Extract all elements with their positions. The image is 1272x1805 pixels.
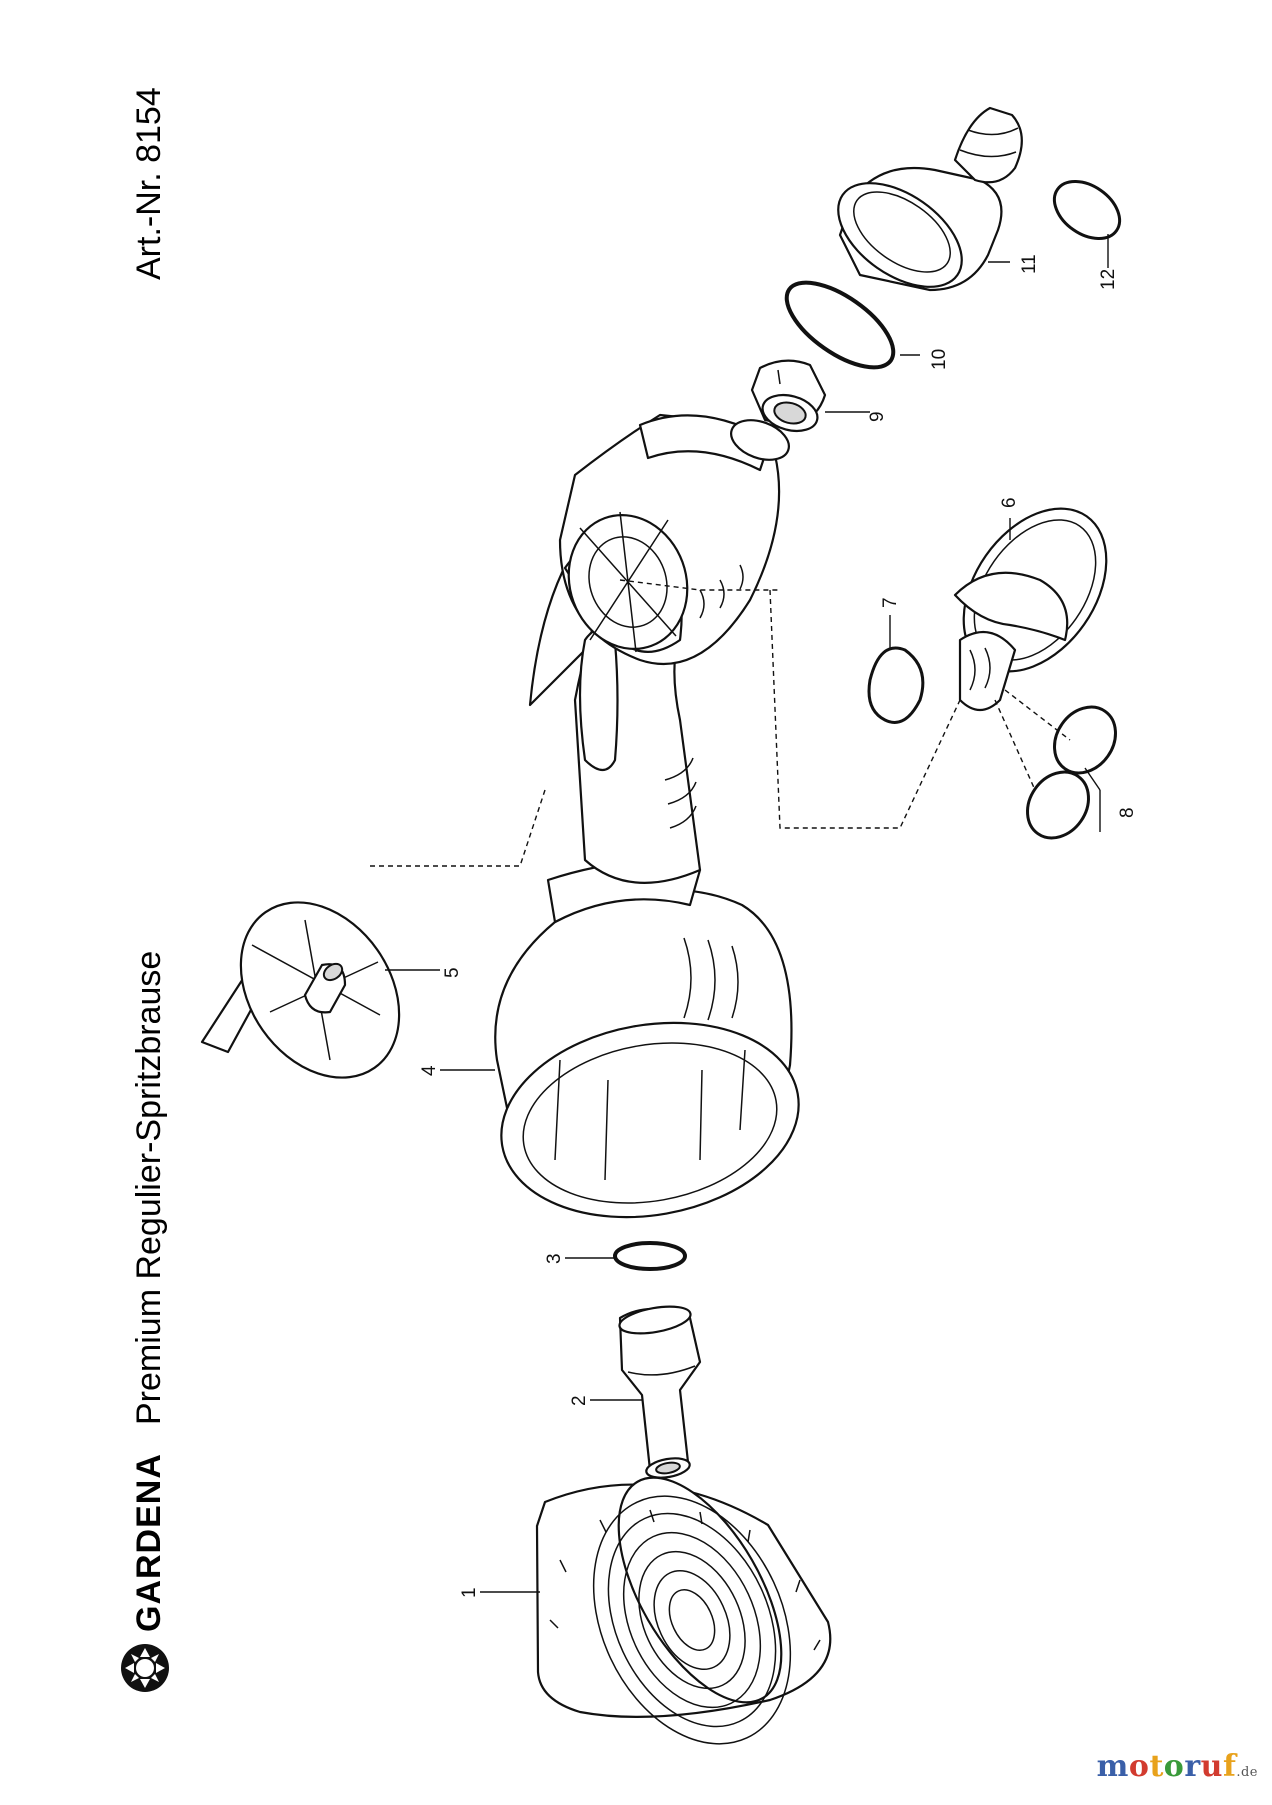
callout-1: 1: [459, 1587, 540, 1598]
article-number: Art.-Nr. 8154: [130, 87, 168, 280]
callout-10: 10: [900, 349, 950, 370]
callout-8: 8: [1084, 767, 1138, 832]
part-1-spray-head-cap: [535, 1476, 832, 1745]
callout-label-8: 8: [1117, 807, 1138, 818]
callout-7: 7: [880, 597, 901, 648]
callout-4: 4: [419, 1065, 495, 1076]
callout-label-3: 3: [544, 1253, 565, 1264]
callout-label-7: 7: [880, 597, 901, 608]
part-7-seal: [867, 646, 925, 724]
callout-label-1: 1: [459, 1587, 480, 1598]
callout-label-6: 6: [999, 497, 1020, 508]
watermark-suffix: .de: [1236, 1765, 1258, 1780]
watermark: motoruf.de: [1097, 1749, 1258, 1784]
callout-label-2: 2: [569, 1395, 590, 1406]
upper-barrel: [558, 413, 790, 666]
callout-label-9: 9: [867, 411, 888, 422]
brand-name: GARDENA: [130, 1453, 168, 1632]
part-6-regulator-knob: [953, 507, 1108, 712]
part-5-valve-disc: [200, 901, 401, 1079]
watermark-letter: u: [1200, 1749, 1223, 1784]
part-10-o-ring: [784, 280, 896, 370]
callout-12: 12: [1098, 234, 1119, 290]
watermark-letter: m: [1096, 1749, 1129, 1784]
part-3-o-ring: [613, 1241, 687, 1271]
watermark-letter: r: [1184, 1749, 1201, 1784]
callout-5: 5: [385, 967, 463, 978]
part-2-nozzle-insert: [618, 1305, 702, 1479]
callout-label-5: 5: [442, 967, 463, 978]
gardena-logo-icon: [121, 1644, 169, 1692]
watermark-letter: t: [1149, 1749, 1164, 1784]
callout-label-4: 4: [419, 1065, 440, 1076]
product-title: Premium Regulier-Spritzbrause: [130, 951, 168, 1425]
callout-2: 2: [569, 1395, 642, 1406]
watermark-letter: o: [1128, 1749, 1150, 1784]
part-4-main-housing: [494, 860, 800, 1219]
callout-label-10: 10: [929, 349, 950, 370]
callout-label-12: 12: [1098, 269, 1119, 290]
callout-11: 11: [988, 254, 1040, 274]
watermark-text: motoruf: [1097, 1749, 1237, 1784]
watermark-letter: f: [1222, 1749, 1237, 1784]
part-8-o-rings: [1026, 705, 1117, 840]
part-12-o-ring: [1052, 179, 1122, 241]
callout-3: 3: [544, 1253, 614, 1264]
part-9-valve-sleeve: [750, 359, 827, 433]
part-11-hose-connector: [837, 106, 1023, 292]
callout-9: 9: [825, 411, 888, 422]
callout-6: 6: [999, 497, 1020, 540]
watermark-letter: o: [1163, 1749, 1185, 1784]
callout-label-11: 11: [1019, 254, 1040, 274]
assembly-guide-lines: [370, 579, 1071, 867]
